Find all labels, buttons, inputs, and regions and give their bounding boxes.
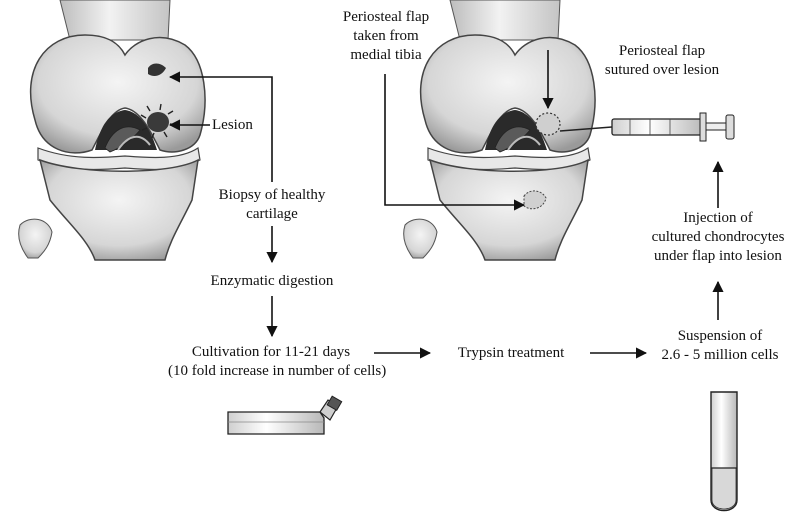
culture-flask-icon [228,396,342,434]
injection-label: Injection of cultured chondrocytes under… [630,209,800,266]
knee-joint-left-icon [19,0,205,260]
suspension-label: Suspension of 2.6 - 5 million cells [640,327,800,365]
lesion-label: Lesion [212,116,253,135]
enzymatic-label: Enzymatic digestion [192,272,352,291]
flap-sutured-label: Periosteal flap sutured over lesion [588,42,736,80]
cultivation-label: Cultivation for 11-21 days (10 fold incr… [168,343,374,381]
flap-taken-label: Periosteal flap taken from medial tibia [326,8,446,65]
test-tube-icon [711,392,737,511]
biopsy-label: Biopsy of healthy cartilage [208,186,336,224]
trypsin-label: Trypsin treatment [436,344,586,363]
